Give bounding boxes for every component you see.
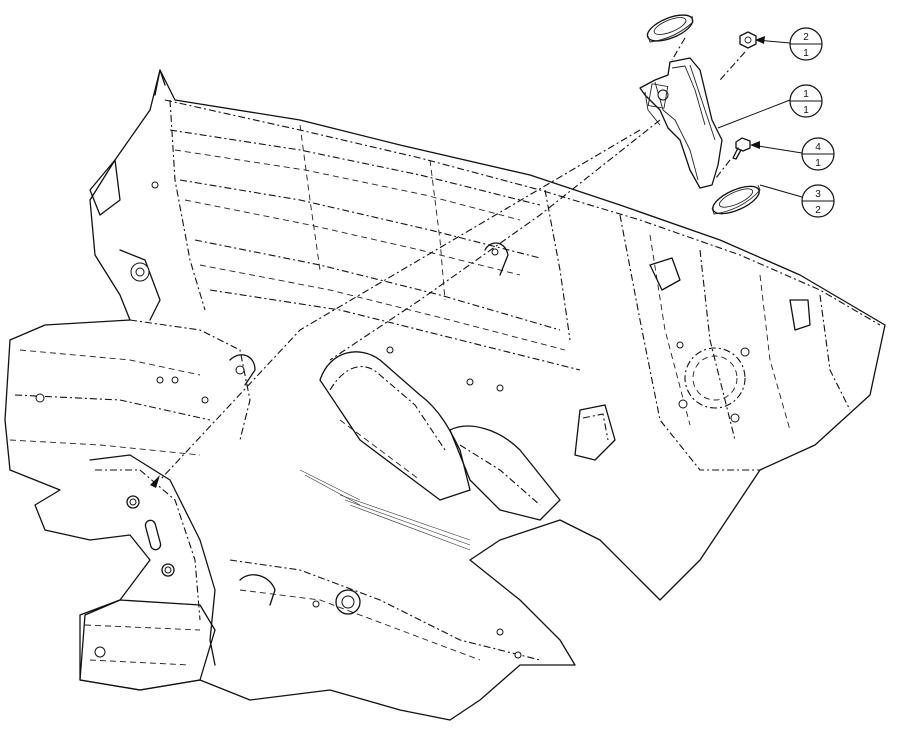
callout-item-number: 3 bbox=[815, 189, 821, 200]
seal-upper bbox=[646, 14, 694, 43]
callout-item-2: 2 1 bbox=[789, 27, 823, 61]
bolt-part bbox=[732, 137, 751, 160]
callout-quantity: 1 bbox=[803, 105, 809, 116]
callout-item-number: 2 bbox=[803, 32, 809, 43]
vehicle-floor-panel bbox=[4, 69, 886, 721]
callout-quantity: 1 bbox=[803, 48, 809, 59]
nut-part bbox=[739, 31, 757, 49]
callout-item-3: 3 2 bbox=[801, 184, 835, 218]
callout-item-number: 1 bbox=[803, 89, 809, 100]
callout-item-4: 4 1 bbox=[801, 137, 835, 171]
seal-lower bbox=[711, 184, 761, 215]
callout-item-1: 1 1 bbox=[789, 84, 823, 118]
assembly-center-lines bbox=[159, 37, 746, 481]
callout-item-number: 4 bbox=[815, 142, 821, 153]
leader-lines bbox=[150, 36, 803, 488]
bracket-part bbox=[639, 57, 723, 189]
callout-quantity: 1 bbox=[815, 158, 821, 169]
callout-quantity: 2 bbox=[815, 205, 821, 216]
